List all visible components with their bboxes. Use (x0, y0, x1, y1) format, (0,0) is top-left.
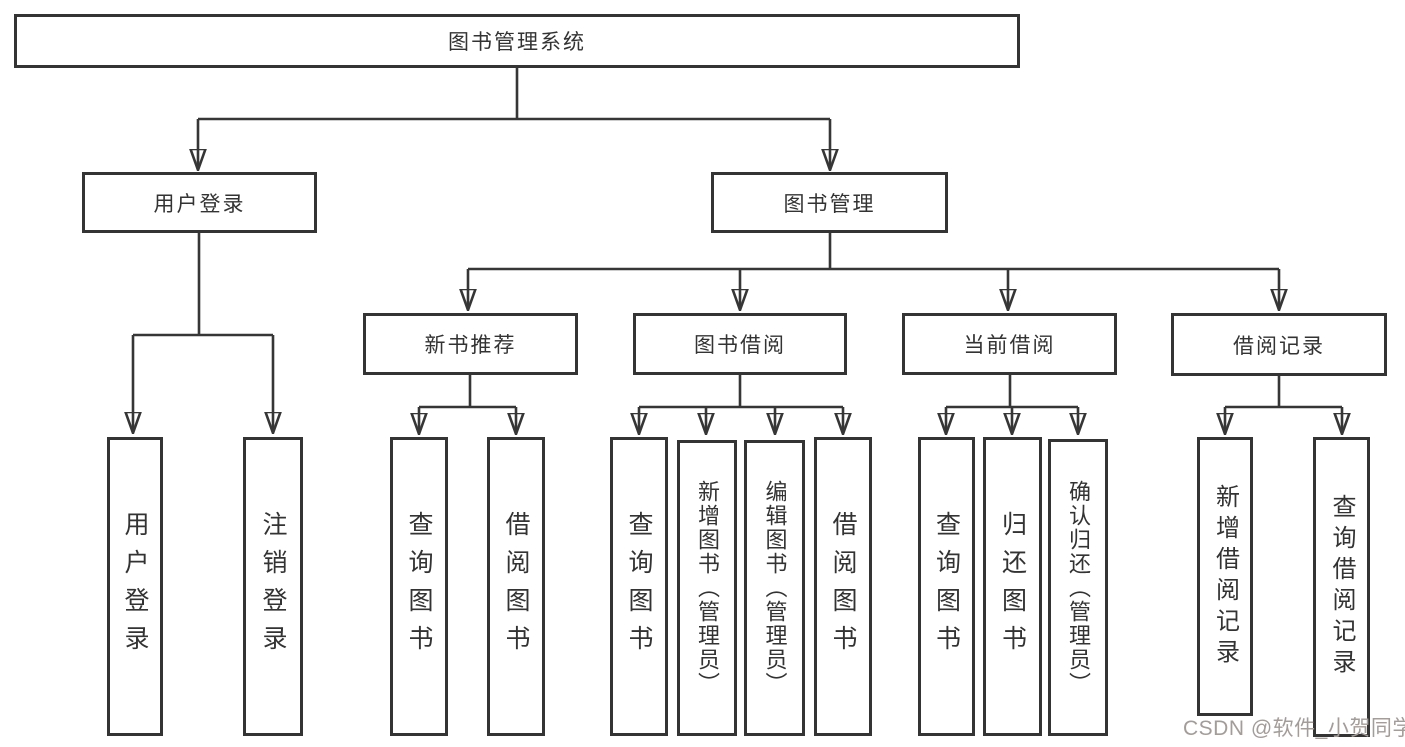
node-book-borrow: 图书借阅 (633, 313, 847, 375)
leaf-user-login: 用户登录 (107, 437, 163, 736)
leaf-borrow-book-recommend: 借阅图书 (487, 437, 545, 736)
leaf-query-book-borrow: 查询图书 (610, 437, 668, 736)
leaf-query-borrow-record-label: 查询借阅记录 (1328, 494, 1355, 680)
node-borrow-records: 借阅记录 (1171, 313, 1387, 376)
leaf-add-book-admin: 新增图书（管理员） (677, 440, 737, 736)
csdn-watermark: CSDN @软件_小贺同学 (1183, 717, 1405, 740)
leaf-user-login-label: 用户登录 (121, 510, 149, 663)
leaf-borrow-book-recommend-label: 借阅图书 (502, 510, 530, 663)
leaf-edit-book-admin: 编辑图书（管理员） (744, 440, 805, 736)
leaf-borrow-book: 借阅图书 (814, 437, 872, 736)
leaf-borrow-book-label: 借阅图书 (829, 510, 857, 663)
node-book-management: 图书管理 (711, 172, 948, 233)
leaf-return-book-label: 归还图书 (998, 510, 1027, 663)
leaf-return-book: 归还图书 (983, 437, 1042, 736)
leaf-query-book-recommend-label: 查询图书 (405, 510, 433, 663)
leaf-confirm-return-admin-label: 确认归还（管理员） (1066, 479, 1091, 696)
leaf-edit-book-admin-label: 编辑图书（管理员） (762, 480, 788, 696)
node-library-management-system: 图书管理系统 (14, 14, 1020, 68)
leaf-query-borrow-record: 查询借阅记录 (1313, 437, 1370, 737)
leaf-query-book-borrow-label: 查询图书 (625, 510, 653, 663)
leaf-logout-label: 注销登录 (259, 510, 287, 663)
leaf-logout: 注销登录 (243, 437, 303, 736)
node-user-login: 用户登录 (82, 172, 317, 233)
leaf-confirm-return-admin: 确认归还（管理员） (1048, 439, 1108, 736)
leaf-query-book-current-label: 查询图书 (932, 510, 961, 663)
leaf-query-book-recommend: 查询图书 (390, 437, 448, 736)
leaf-add-borrow-record-label: 新增借阅记录 (1211, 483, 1239, 670)
node-current-borrow: 当前借阅 (902, 313, 1117, 375)
node-new-book-recommend: 新书推荐 (363, 313, 578, 375)
leaf-query-book-current: 查询图书 (918, 437, 975, 736)
leaf-add-borrow-record: 新增借阅记录 (1197, 437, 1253, 716)
leaf-add-book-admin-label: 新增图书（管理员） (695, 480, 720, 696)
